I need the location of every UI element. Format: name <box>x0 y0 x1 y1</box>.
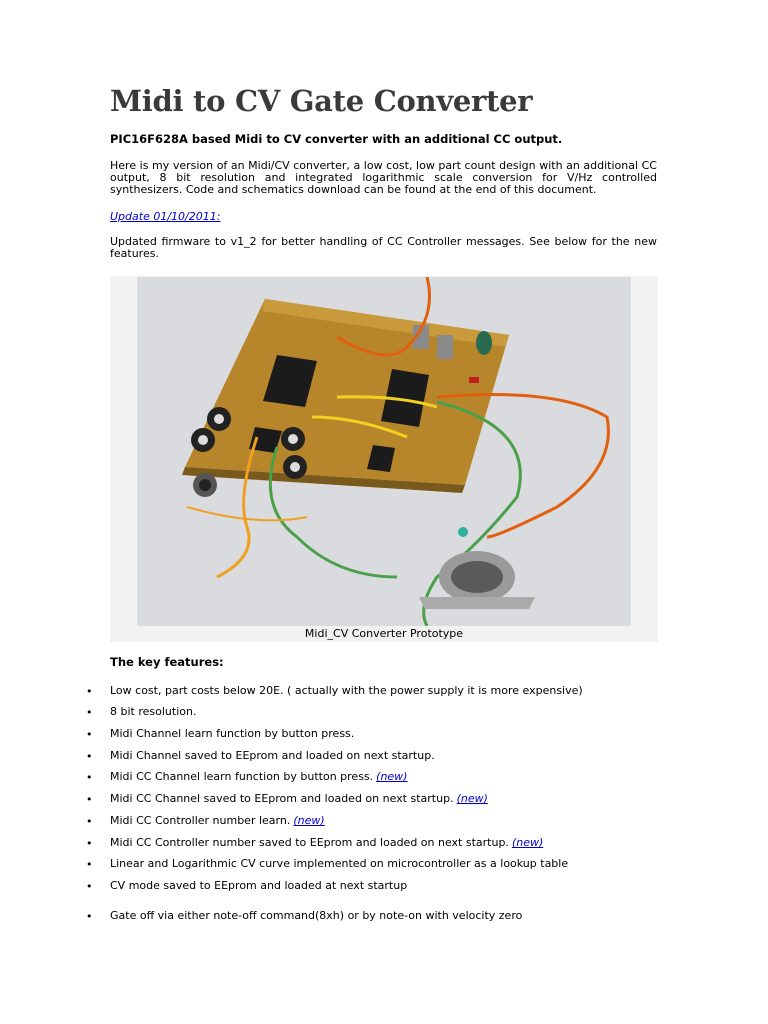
feature-text: 8 bit resolution. <box>110 705 197 718</box>
feature-text: Midi CC Channel learn function by button… <box>110 770 374 783</box>
feature-text: Midi CC Controller number saved to EEpro… <box>110 836 509 849</box>
bullet-icon: • <box>86 837 93 850</box>
feature-text: Midi Channel saved to EEprom and loaded … <box>110 749 435 762</box>
feature-text: Midi CC Controller number learn. <box>110 814 291 827</box>
new-link[interactable]: (new) <box>511 836 544 849</box>
bullet-icon: • <box>86 858 93 871</box>
intro-paragraph: Here is my version of an Midi/CV convert… <box>110 159 657 197</box>
bullet-icon: • <box>86 815 93 828</box>
bullet-icon: • <box>86 750 93 763</box>
page-title: Midi to CV Gate Converter <box>110 84 533 118</box>
update-link[interactable]: Update 01/10/2011: <box>110 210 221 223</box>
figure: Midi_CV Converter Prototype <box>110 276 658 642</box>
bullet-icon: • <box>86 910 93 923</box>
bullet-icon: • <box>86 728 93 741</box>
update-paragraph: Updated firmware to v1_2 for better hand… <box>110 235 657 261</box>
new-link[interactable]: (new) <box>456 792 488 805</box>
new-link[interactable]: (new) <box>293 814 325 827</box>
bullet-icon: • <box>86 706 93 719</box>
feature-text: Low cost, part costs below 20E. ( actual… <box>110 684 583 697</box>
bullet-icon: • <box>86 771 93 784</box>
feature-text: Linear and Logarithmic CV curve implemen… <box>110 857 569 870</box>
feature-text: Gate off via either note-off command(8xh… <box>110 909 523 922</box>
bullet-icon: • <box>86 880 93 893</box>
feature-text: Midi CC Channel saved to EEprom and load… <box>110 792 454 805</box>
bullet-icon: • <box>86 793 93 806</box>
features-heading: The key features: <box>110 655 224 669</box>
prototype-photo <box>137 277 631 626</box>
subtitle: PIC16F628A based Midi to CV converter wi… <box>110 132 563 146</box>
figure-caption: Midi_CV Converter Prototype <box>304 627 464 640</box>
feature-text: CV mode saved to EEprom and loaded at ne… <box>110 879 408 892</box>
new-link[interactable]: (new) <box>376 770 408 783</box>
feature-text: Midi Channel learn function by button pr… <box>110 727 355 740</box>
bullet-icon: • <box>86 685 93 698</box>
